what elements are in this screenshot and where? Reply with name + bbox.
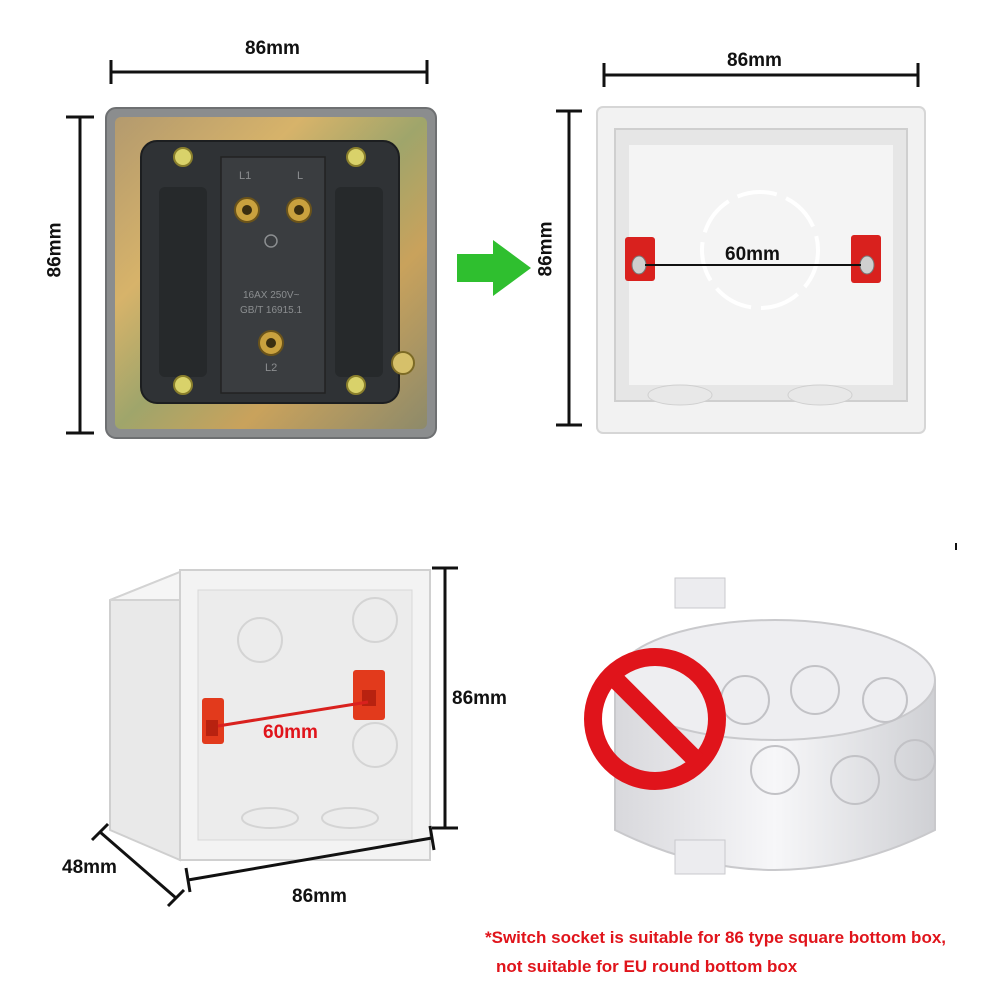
- socket-height-label: 86mm: [44, 222, 66, 278]
- box-3d-depth-label: 48mm: [62, 857, 117, 878]
- socket-width-label: 86mm: [245, 38, 300, 59]
- square-box-front-photo: [596, 106, 926, 434]
- note-line-2: not suitable for EU round bottom box: [496, 957, 798, 976]
- box-3d-screw-spacing-label: 60mm: [263, 722, 318, 743]
- box-width-label: 86mm: [727, 50, 782, 71]
- prohibited-icon: [584, 648, 726, 790]
- box-height-label: 86mm: [535, 221, 557, 277]
- socket-photo: [105, 107, 437, 439]
- note-line-1: *Switch socket is suitable for 86 type s…: [485, 928, 947, 947]
- terminal-l1-marking: L1: [239, 170, 252, 182]
- stray-mark: [955, 543, 957, 550]
- round-box-photo: [614, 577, 936, 875]
- terminal-l2-marking: L2: [265, 362, 278, 374]
- terminal-l-marking: L: [297, 170, 304, 182]
- standard-marking: GB/T 16915.1: [240, 305, 303, 316]
- green-arrow-icon: [457, 240, 531, 296]
- box-3d-height-label: 86mm: [452, 688, 507, 709]
- box-3d-width-label: 86mm: [292, 886, 347, 907]
- box-front-screw-spacing-label: 60mm: [725, 244, 780, 265]
- rating-marking: 16AX 250V~: [243, 290, 300, 301]
- square-box-3d-photo: [109, 569, 431, 862]
